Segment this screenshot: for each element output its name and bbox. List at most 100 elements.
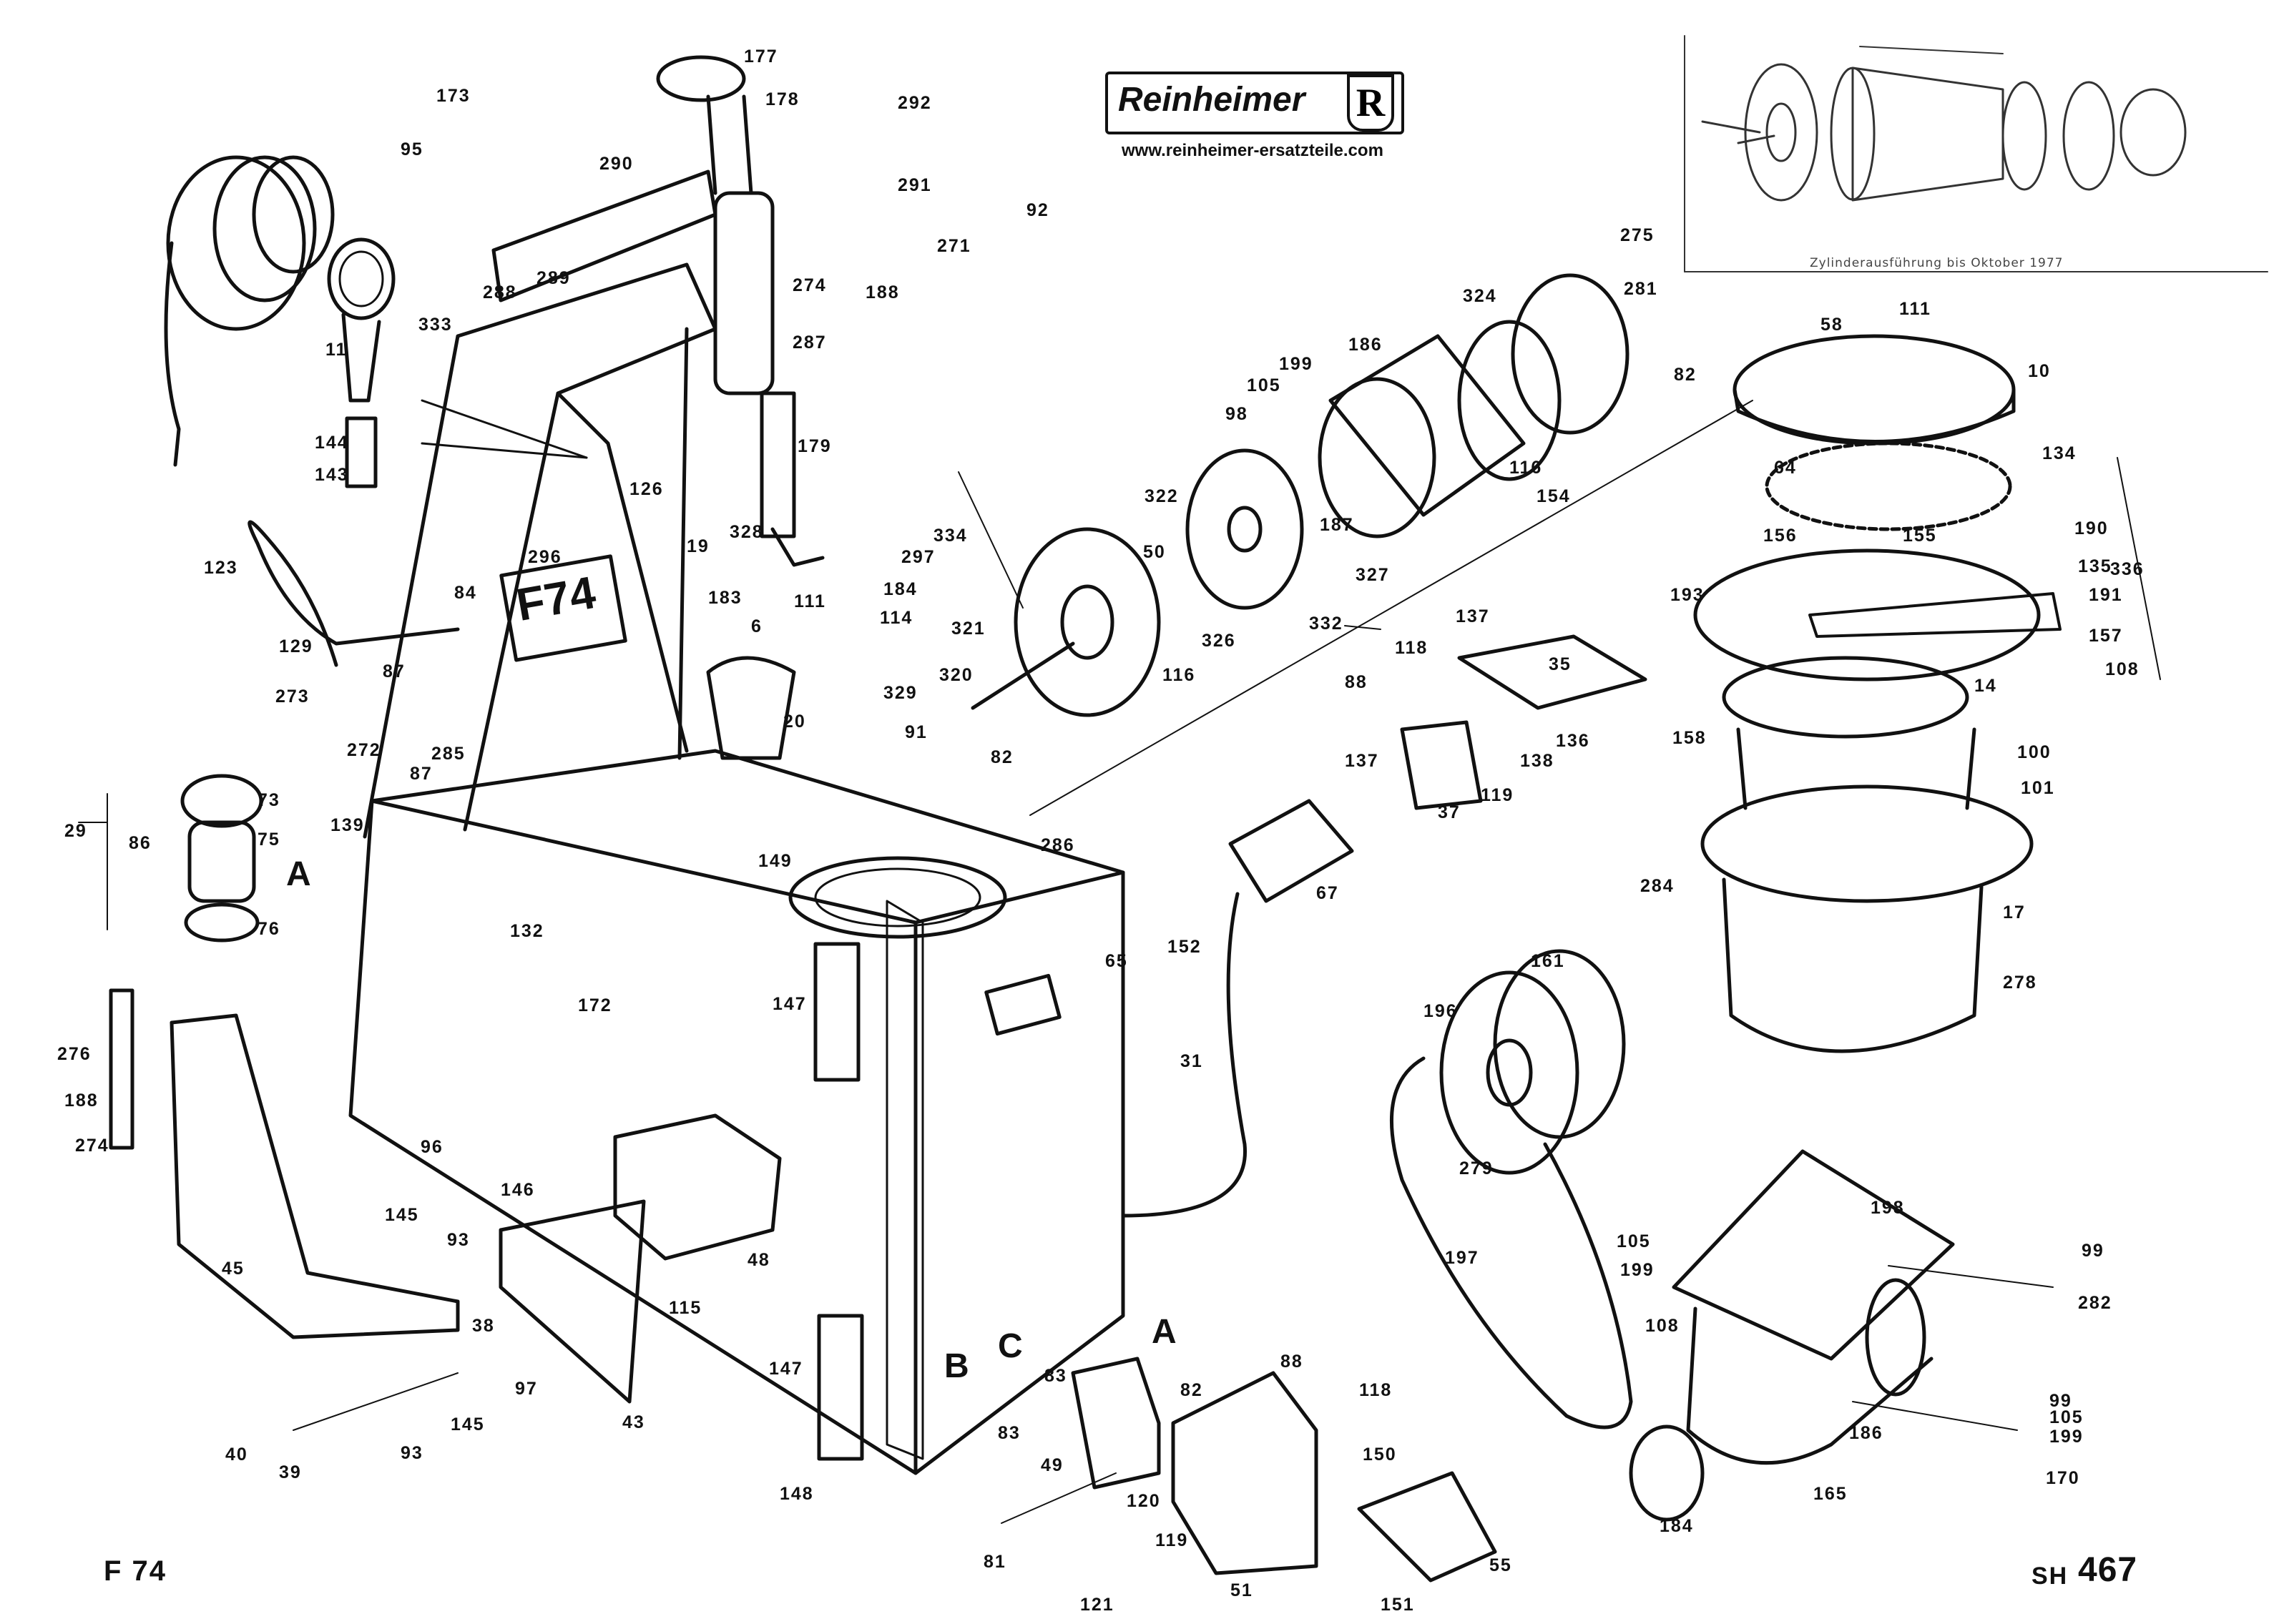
callout-c134: 134 (2042, 443, 2077, 463)
callout-c184: 184 (883, 579, 918, 599)
callout-c297: 297 (901, 547, 936, 567)
callout-c48: 48 (748, 1250, 770, 1270)
callout-c116a: 116 (1162, 665, 1196, 685)
callout-c199c: 199 (2049, 1427, 2084, 1447)
valve-block (613, 1113, 782, 1261)
callout-c327: 327 (1356, 565, 1390, 585)
callout-c147b: 147 (769, 1359, 803, 1379)
callout-c135: 135 (2078, 556, 2112, 576)
callout-c58: 58 (1820, 315, 1843, 335)
callout-c88b: 88 (1280, 1352, 1303, 1372)
inset-caption: Zylinderausführung bis Oktober 1977 (1810, 256, 2064, 270)
callout-c143: 143 (315, 465, 349, 485)
callout-c108b: 108 (1645, 1316, 1680, 1336)
callout-c14: 14 (1974, 676, 1997, 696)
callout-c118a: 118 (1395, 638, 1428, 658)
callout-c199a: 199 (1279, 354, 1313, 374)
control-valve (1071, 1357, 1161, 1490)
callout-c108a: 108 (2105, 659, 2140, 679)
callout-c105a: 105 (1247, 375, 1281, 395)
callout-c75: 75 (258, 830, 280, 850)
callout-c146: 146 (501, 1180, 535, 1200)
brand-url: www.reinheimer-ersatzteile.com (1122, 141, 1383, 160)
callout-c105b: 105 (1617, 1231, 1651, 1251)
callout-cC: C (998, 1327, 1024, 1365)
callout-c288: 288 (483, 282, 517, 302)
callout-c31: 31 (1180, 1051, 1203, 1071)
callout-c173: 173 (436, 86, 471, 106)
callout-c149: 149 (758, 851, 793, 871)
callout-c38: 38 (472, 1316, 495, 1336)
callout-c43: 43 (622, 1412, 645, 1432)
brand-logo: Reinheimer R (1105, 72, 1404, 134)
callout-c183: 183 (708, 588, 743, 608)
callout-c196: 196 (1423, 1001, 1458, 1021)
callout-c83a: 83 (1044, 1366, 1067, 1386)
callout-c279: 279 (1459, 1158, 1494, 1178)
callout-c82c: 82 (1180, 1380, 1203, 1400)
callout-c29: 29 (64, 821, 87, 841)
pedal-lever (170, 1013, 460, 1339)
electric-motor (1629, 1149, 1955, 1522)
callout-c271: 271 (937, 236, 971, 256)
callout-c165: 165 (1813, 1484, 1848, 1504)
callout-c152: 152 (1167, 937, 1202, 957)
callout-c158: 158 (1672, 728, 1707, 748)
part-cup (706, 656, 796, 760)
callout-c115: 115 (669, 1298, 702, 1318)
callout-c137a: 137 (1456, 606, 1490, 626)
callout-c281: 281 (1624, 279, 1658, 299)
mount-plate (1400, 720, 1483, 810)
callout-c289: 289 (536, 268, 571, 288)
pedal-bracket (1171, 1371, 1318, 1575)
air-hose (248, 520, 460, 667)
callout-c114: 114 (880, 608, 913, 628)
drive-pulley (1439, 970, 1579, 1175)
callout-c273: 273 (275, 686, 310, 707)
callout-c186a: 186 (1348, 335, 1383, 355)
piston-disc (1185, 448, 1304, 610)
callout-c116b: 116 (1509, 458, 1543, 478)
callout-c97: 97 (515, 1379, 538, 1399)
callout-c275: 275 (1620, 225, 1655, 245)
gear-housing-plate (1693, 548, 2041, 681)
foot-pedal (499, 1199, 646, 1404)
callout-c155: 155 (1903, 526, 1937, 546)
callout-c334: 334 (933, 526, 968, 546)
callout-c154: 154 (1537, 486, 1571, 506)
callout-c105c: 105 (2049, 1407, 2084, 1427)
callout-c287: 287 (793, 333, 827, 353)
callout-c67: 67 (1316, 883, 1339, 903)
callout-c126: 126 (629, 479, 664, 499)
callout-c49: 49 (1041, 1455, 1064, 1475)
callout-c188a: 188 (866, 282, 900, 302)
small-motor (1121, 799, 1354, 1218)
brand-logo-mark: R (1347, 74, 1394, 132)
callout-c170: 170 (2046, 1468, 2080, 1488)
callout-c321: 321 (951, 619, 986, 639)
callout-c95: 95 (401, 139, 423, 159)
callout-c45: 45 (222, 1259, 245, 1279)
callout-c19: 19 (687, 536, 710, 556)
callout-c82b: 82 (1674, 365, 1697, 385)
callout-c333: 333 (418, 315, 453, 335)
callout-c150: 150 (1363, 1445, 1397, 1465)
callout-c328: 328 (730, 522, 764, 542)
water-separator (180, 774, 263, 943)
callout-c73: 73 (258, 790, 280, 810)
callout-c197: 197 (1445, 1248, 1479, 1268)
callout-c55: 55 (1489, 1555, 1512, 1575)
callout-c111a: 111 (794, 591, 826, 611)
callout-c99b: 99 (2049, 1391, 2072, 1411)
pneumatic-cylinder (1318, 273, 1629, 538)
callout-c64: 64 (1774, 458, 1797, 478)
callout-c324: 324 (1463, 286, 1497, 306)
sheet-number: 467 (2078, 1551, 2138, 1589)
callout-c129: 129 (279, 636, 313, 656)
callout-cB: B (944, 1347, 970, 1385)
callout-c96: 96 (421, 1137, 443, 1157)
callout-c121: 121 (1080, 1595, 1114, 1615)
callout-c144: 144 (315, 433, 349, 453)
callout-c132: 132 (510, 921, 544, 941)
callout-c119b: 119 (1155, 1530, 1189, 1550)
